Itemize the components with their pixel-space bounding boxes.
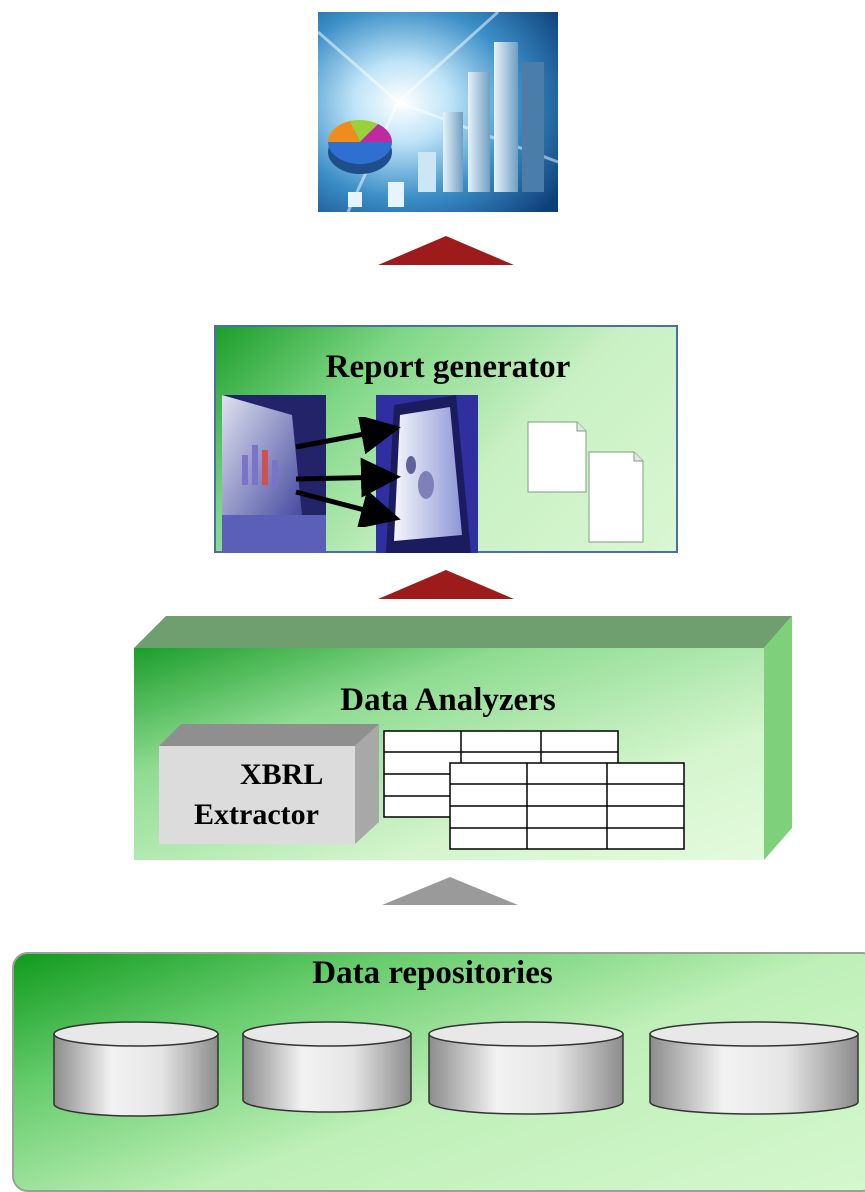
up-arrow-icon bbox=[378, 236, 514, 265]
report-generator-title: Report generator bbox=[325, 349, 571, 385]
up-arrow-icon bbox=[378, 570, 514, 599]
database-cylinder-icon bbox=[428, 1021, 624, 1115]
xbrl-extractor-label: Extractor bbox=[194, 798, 319, 831]
report-generator-box: Report generator bbox=[214, 325, 678, 553]
database-cylinder-icon bbox=[53, 1021, 219, 1117]
xbrl-extractor-box bbox=[159, 724, 379, 844]
document-icon bbox=[588, 451, 644, 543]
data-repositories-title: Data repositories bbox=[312, 955, 553, 991]
database-cylinder-icon bbox=[649, 1021, 859, 1115]
table-grid-icon bbox=[449, 762, 685, 850]
up-arrow-icon bbox=[382, 877, 518, 905]
xbrl-extractor-label: XBRL bbox=[240, 758, 324, 791]
monitor-chart-photo bbox=[222, 395, 326, 553]
document-icon bbox=[527, 421, 587, 493]
business-charts-illustration bbox=[318, 12, 558, 212]
data-analyzers-title: Data Analyzers bbox=[340, 682, 556, 718]
flow-arrows-icon bbox=[295, 417, 401, 527]
database-cylinder-icon bbox=[242, 1021, 412, 1113]
